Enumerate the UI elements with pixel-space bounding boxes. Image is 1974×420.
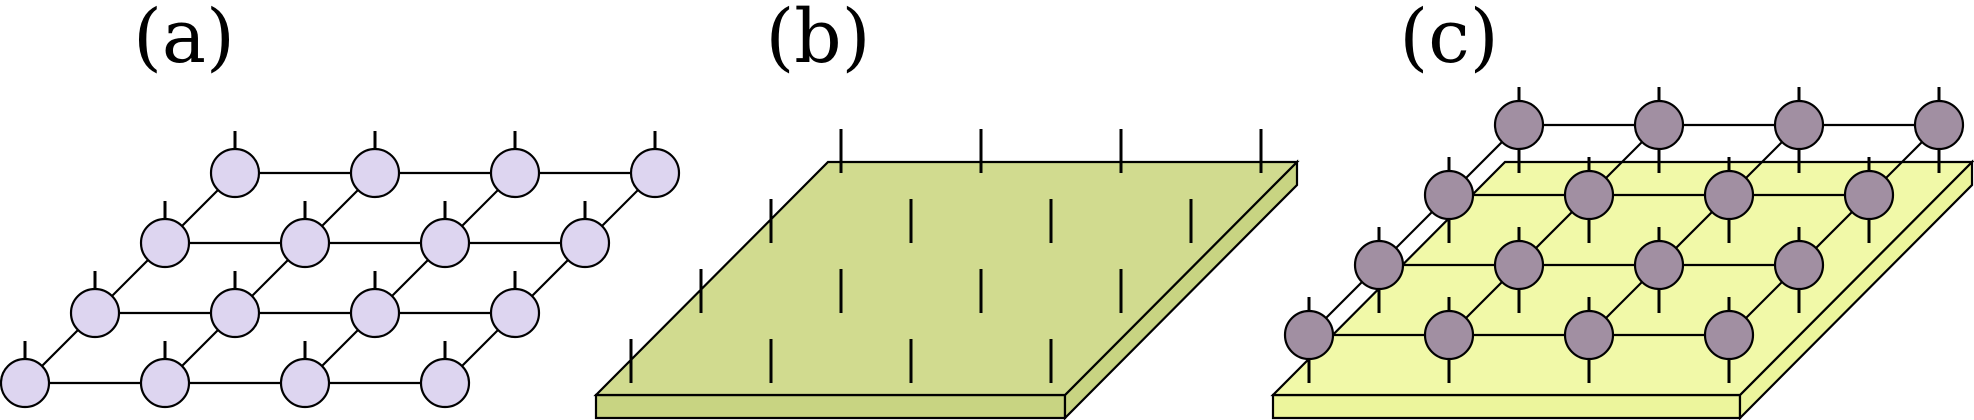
tensor-node	[1423, 309, 1475, 361]
tensor-node	[559, 217, 611, 269]
tensor-node	[279, 357, 331, 409]
tensor-node	[1423, 169, 1475, 221]
tensor-node	[1283, 309, 1335, 361]
tensor-node	[1353, 239, 1405, 291]
tensor-node	[1493, 99, 1545, 151]
panel-label-a: (a)	[133, 0, 235, 80]
tensor-node	[1563, 169, 1615, 221]
tensor-node	[139, 357, 191, 409]
panel-b-slab	[593, 129, 1300, 420]
tensor-node	[419, 357, 471, 409]
panel-label-b: (b)	[765, 0, 870, 80]
tensor-node	[209, 147, 261, 199]
slab-c-front-face	[1271, 393, 1742, 420]
tensor-node	[489, 287, 541, 339]
tensor-node	[139, 217, 191, 269]
tensor-node	[419, 217, 471, 269]
slab-b-legs	[629, 129, 1263, 383]
tensor-node	[279, 217, 331, 269]
tensor-node	[69, 287, 121, 339]
tensor-node	[1633, 239, 1685, 291]
tensor-node	[1703, 169, 1755, 221]
tensor-node	[1703, 309, 1755, 361]
tensor-node	[629, 147, 681, 199]
panel-c-lattice	[1283, 87, 1965, 383]
tensor-node	[209, 287, 261, 339]
tensor-node	[1773, 239, 1825, 291]
tensor-node	[489, 147, 541, 199]
tensor-node	[349, 147, 401, 199]
tensor-node	[1843, 169, 1895, 221]
tensor-node	[0, 357, 51, 409]
panel-label-c: (c)	[1399, 0, 1498, 80]
tensor-node	[1563, 309, 1615, 361]
panel-a-lattice	[0, 131, 681, 409]
tensor-node	[349, 287, 401, 339]
panel-c-slab-with-lattice	[1270, 87, 1974, 420]
tensor-node	[1773, 99, 1825, 151]
tensor-node	[1633, 99, 1685, 151]
tensor-node	[1493, 239, 1545, 291]
slab-b-front-face	[594, 393, 1067, 420]
tensor-node	[1913, 99, 1965, 151]
